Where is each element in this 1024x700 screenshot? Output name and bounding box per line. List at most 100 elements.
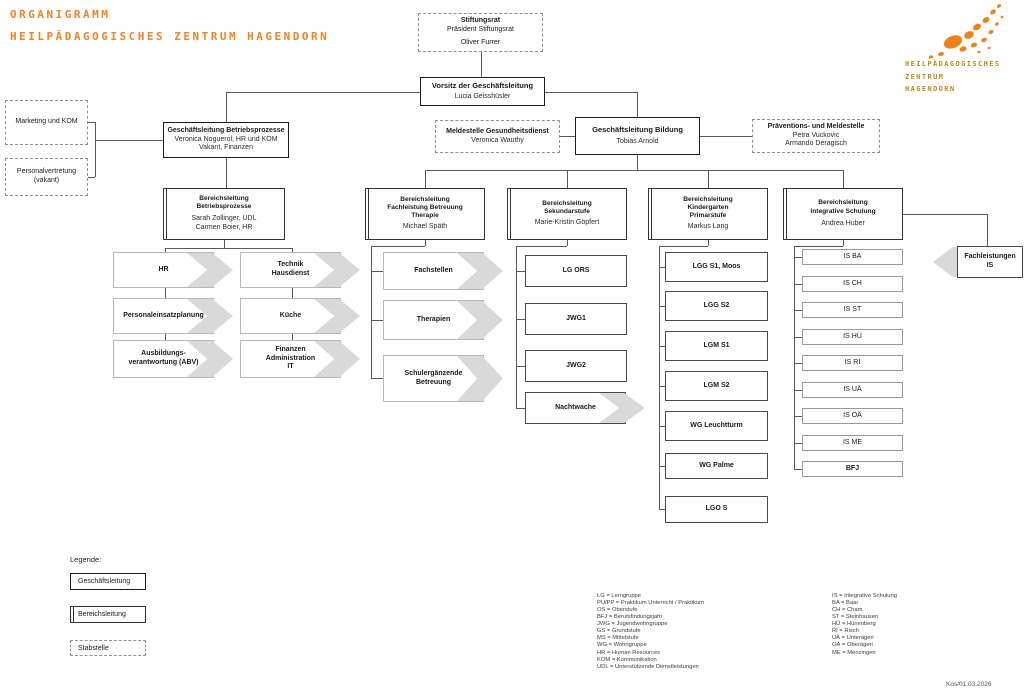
legend-label: Bereichsleitung xyxy=(78,611,126,618)
connector-line xyxy=(567,240,568,246)
unit-label: LGM S1 xyxy=(703,341,730,349)
unit-lgm-s2: LGM S2 xyxy=(665,371,768,401)
connector-line xyxy=(226,92,227,122)
abbr-line: PU/PP = Praktikum Unterricht / Praktikum xyxy=(597,600,705,607)
abbr-line: IS = Integrative Schulung xyxy=(832,593,897,599)
page-subtitle: HEILPÄDAGOGISCHES ZENTRUM HAGENDORN xyxy=(10,30,330,43)
node-title: Meldestelle Gesundheitsdienst xyxy=(446,127,549,135)
connector-line xyxy=(659,509,665,510)
unit-kueche: Küche xyxy=(240,298,360,334)
node-title: Bereichsleitung Fachleistung Betreuung T… xyxy=(387,195,463,220)
unit-therapien: Therapien xyxy=(383,300,503,340)
unit-label: LG ORS xyxy=(562,266,590,274)
connector-line xyxy=(516,246,567,247)
connector-line xyxy=(794,337,802,338)
node-title: Bereichsleitung Sekundarstufe xyxy=(542,199,592,216)
node-subtitle: Präsident Stiftungsrat xyxy=(447,26,514,34)
unit-label: IS OÄ xyxy=(843,411,862,419)
node-title: Bereichsleitung Integrative Schulung xyxy=(810,199,876,215)
unit-personaleinsatzplanung: Personaleinsatzplanung xyxy=(113,298,233,334)
unit-label: IS HÜ xyxy=(843,332,862,340)
node-stiftungsrat: Stiftungsrat Präsident Stiftungsrat Oliv… xyxy=(418,13,543,52)
unit-lgo-s: LGO S xyxy=(665,496,768,523)
node-marketing-kom: Marketing und KOM xyxy=(5,100,88,145)
unit-lg-ors: LG ORS xyxy=(525,255,627,287)
connector-line xyxy=(371,246,425,247)
unit-schulergaenzende-betreuung: Schulergänzende Betreuung xyxy=(383,355,503,402)
connector-line xyxy=(794,443,802,444)
connector-line xyxy=(165,248,292,249)
legend-geschaeftsleitung: Geschäftsleitung xyxy=(70,573,146,590)
node-title: Geschäftsleitung Bildung xyxy=(592,124,683,134)
node-persons: Petra Vuckovic Armando Deragisch xyxy=(785,131,847,148)
connector-line xyxy=(165,334,166,340)
connector-line xyxy=(794,363,802,364)
unit-lgg-s1-moos: LGG S1, Moos xyxy=(665,252,768,282)
connector-line xyxy=(516,271,525,272)
unit-label: WG Palme xyxy=(699,461,734,469)
connector-line xyxy=(292,248,293,252)
connector-line xyxy=(165,248,166,252)
connector-line xyxy=(794,284,802,285)
unit-fachstellen: Fachstellen xyxy=(383,252,503,290)
unit-technik-hausdienst: Technik Hausdienst xyxy=(240,252,360,288)
node-bl-fachleistung-betreuung-therapie: Bereichsleitung Fachleistung Betreuung T… xyxy=(365,188,485,240)
node-persons: Michael Späth xyxy=(402,223,448,231)
abbr-line: OÄ = Oberägeri xyxy=(832,642,873,649)
connector-line xyxy=(794,246,795,469)
node-gl-bildung: Geschäftsleitung Bildung Tobias Arnold xyxy=(575,117,700,155)
abbr-line: ME = Menzingen xyxy=(832,649,876,656)
legend-bereichsleitung: Bereichsleitung xyxy=(70,606,146,623)
connector-line xyxy=(425,170,426,188)
abbr-line: OS = Oberstufe xyxy=(597,607,638,614)
node-person: Oliver Furrer xyxy=(460,38,501,46)
connector-line xyxy=(567,170,568,188)
unit-label: JWG1 xyxy=(566,314,586,322)
node-vorsitz-geschaeftsleitung: Vorsitz der Geschäftsleitung Lucia Geiss… xyxy=(420,77,545,106)
connector-line xyxy=(516,246,517,408)
connector-line xyxy=(659,386,665,387)
node-title: Bereichsleitung Betriebsprozesse xyxy=(196,195,252,211)
abbr-line: CH = Cham xyxy=(832,607,863,614)
unit-label: LGO S xyxy=(705,505,728,513)
connector-line xyxy=(794,469,802,470)
unit-is-oae: IS OÄ xyxy=(802,408,903,424)
connector-line xyxy=(481,52,482,77)
page-title: ORGANIGRAMM xyxy=(10,8,111,21)
connector-line xyxy=(708,240,709,246)
connector-line xyxy=(659,246,660,510)
unit-label: WG Leuchtturm xyxy=(690,421,743,429)
unit-label: LGG S2 xyxy=(703,301,730,309)
connector-line xyxy=(903,214,987,215)
abbr-line: GS = Grundstufe xyxy=(597,628,641,635)
node-title: Fachleistungen IS xyxy=(957,246,1023,278)
connector-line xyxy=(545,92,637,93)
connector-line xyxy=(371,320,383,321)
connector-line xyxy=(843,240,844,246)
unit-is-ch: IS CH xyxy=(802,276,903,292)
node-praeventions-meldestelle: Präventions- und Meldestelle Petra Vucko… xyxy=(752,119,880,153)
node-title: Marketing und KOM xyxy=(15,118,78,126)
node-persons: Markus Lang xyxy=(687,223,729,231)
connector-line xyxy=(292,334,293,340)
abbr-line: LG = Lerngruppe xyxy=(597,593,641,599)
legend-stabstelle: Stabstelle xyxy=(70,640,146,656)
connector-line xyxy=(794,310,802,311)
abbr-line: KOM = Kommunikation xyxy=(597,656,657,663)
unit-jwg2: JWG2 xyxy=(525,350,627,382)
logo-text-line3: HAGENDORN xyxy=(905,85,956,93)
connector-line xyxy=(88,122,95,123)
unit-nachtwache: Nachtwache xyxy=(525,392,645,424)
unit-is-hue: IS HÜ xyxy=(802,329,903,345)
node-title: Bereichsleitung Kindergarten Primarstufe xyxy=(683,195,733,220)
connector-line xyxy=(637,155,638,170)
unit-label: IS RI xyxy=(844,358,861,366)
connector-line xyxy=(794,246,843,247)
unit-label: LGG S1, Moos xyxy=(692,262,741,270)
connector-line xyxy=(794,416,802,417)
connector-line xyxy=(700,136,752,137)
node-meldestelle-gesundheitsdienst: Meldestelle Gesundheitsdienst Veronica W… xyxy=(435,120,560,153)
